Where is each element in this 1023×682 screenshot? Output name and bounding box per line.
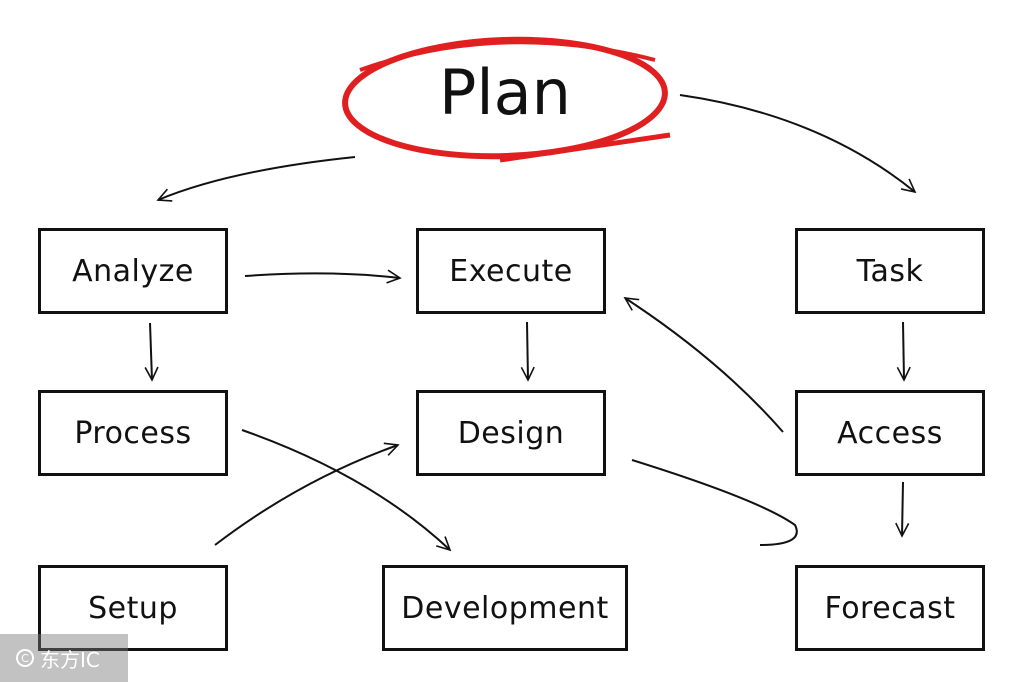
node-label: Access (837, 415, 943, 451)
watermark-text: 东方IC (40, 647, 100, 672)
node-label: Execute (449, 253, 573, 289)
plan-ellipse (342, 36, 671, 163)
node-analyze: Analyze (38, 228, 228, 314)
node-development: Development (382, 565, 628, 651)
edge-analyze-process (150, 322, 152, 380)
node-access: Access (795, 390, 985, 476)
edge-plan-task (679, 94, 915, 192)
edge-task-access (903, 321, 904, 380)
node-label: Setup (88, 590, 178, 626)
edge-plan-analyze (158, 156, 356, 200)
edge-analyze-execute (244, 273, 400, 278)
node-label: Analyze (72, 253, 194, 289)
node-task: Task (795, 228, 985, 314)
node-label: Development (401, 590, 609, 626)
copyright-icon: C (16, 649, 34, 667)
edge-access-execute (625, 298, 784, 433)
node-label: Process (74, 415, 192, 451)
watermark: C 东方IC (0, 634, 128, 682)
node-forecast: Forecast (795, 565, 985, 651)
node-design: Design (416, 390, 606, 476)
node-label: Task (856, 253, 924, 289)
plan-title: Plan (439, 55, 571, 129)
edge-design-forecast (631, 459, 798, 546)
edge-setup-design (214, 445, 398, 546)
node-label: Forecast (824, 590, 956, 626)
edge-execute-design (527, 321, 528, 380)
node-process: Process (38, 390, 228, 476)
edge-access-forecast (902, 481, 903, 536)
node-execute: Execute (416, 228, 606, 314)
node-setup: Setup (38, 565, 228, 651)
edge-process-development (241, 429, 450, 550)
node-label: Design (457, 415, 565, 451)
